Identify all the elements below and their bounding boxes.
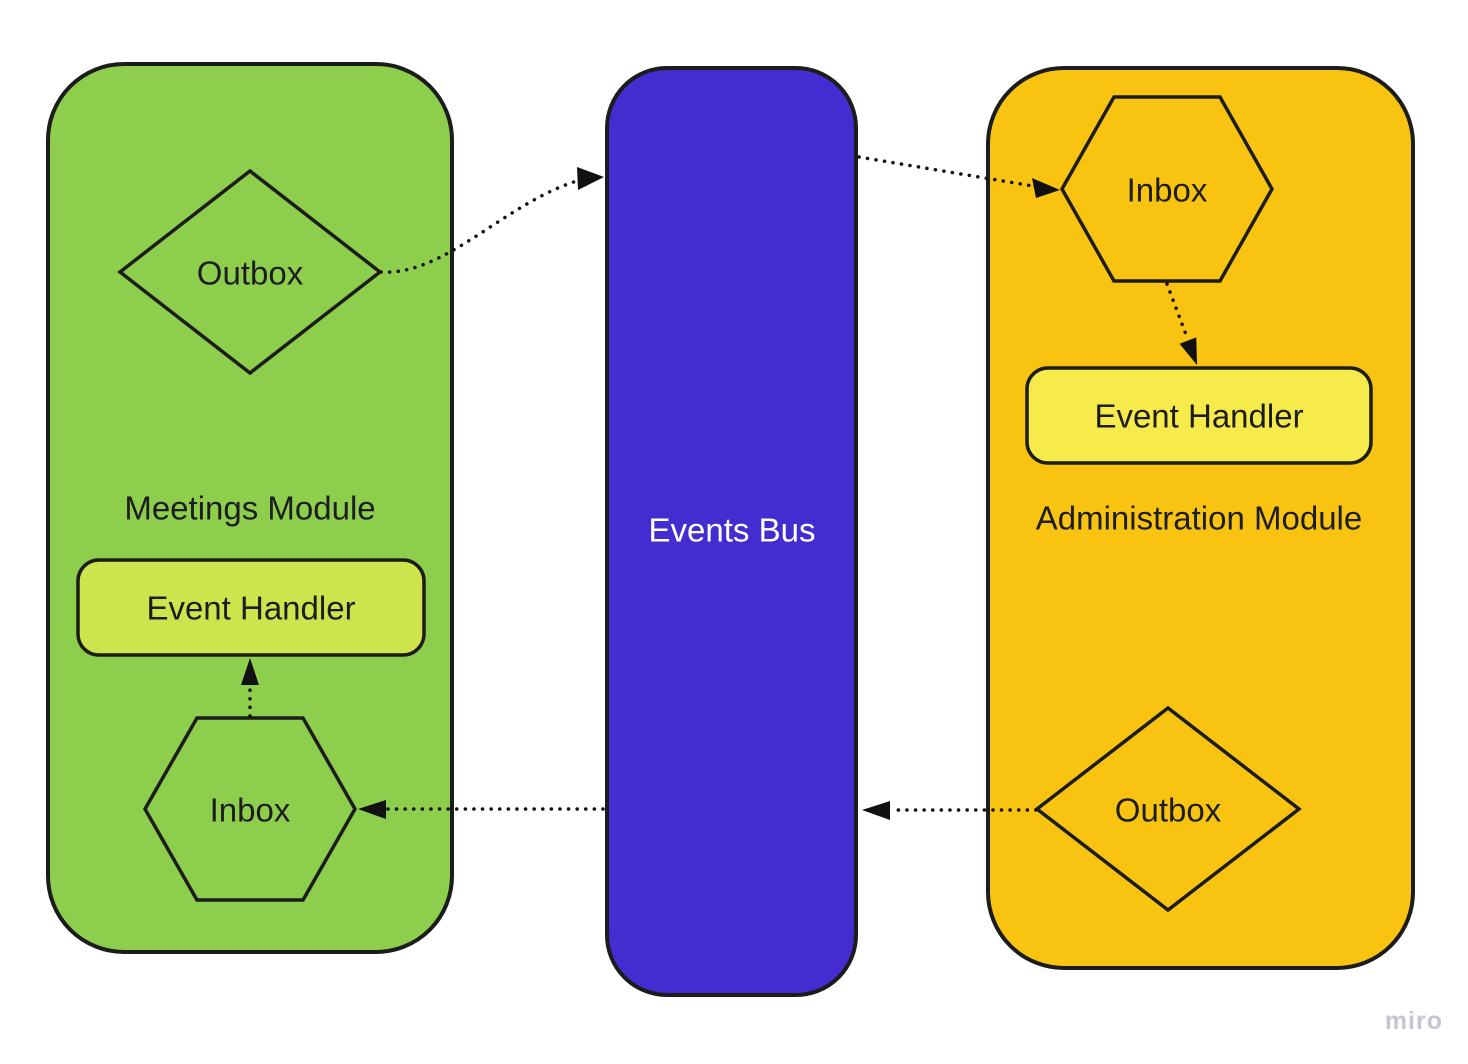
connection-line <box>379 179 579 274</box>
arrowhead-icon <box>358 800 386 819</box>
events-bus: Events Bus <box>605 66 858 997</box>
arrowhead-icon <box>1179 337 1197 365</box>
meetings-event-handler-label: Event Handler <box>146 590 355 627</box>
administration-inbox-label: Inbox <box>1127 172 1208 209</box>
administration-module-title: Administration Module <box>1036 500 1363 537</box>
arrowhead-icon <box>241 658 259 685</box>
meetings-module-title: Meetings Module <box>124 490 375 527</box>
connection-meetings-inbox-to-event-handler <box>241 658 259 718</box>
administration-event-handler-label: Event Handler <box>1094 398 1303 435</box>
connection-line <box>857 155 1035 188</box>
administration-event-handler-box <box>1025 366 1373 465</box>
meetings-inbox-hexagon <box>142 716 358 902</box>
administration-outbox-label: Outbox <box>1115 792 1222 829</box>
connection-events-bus-to-meetings-inbox <box>358 800 605 819</box>
connection-administration-inbox-to-event-handler <box>1165 282 1197 365</box>
administration-outbox-diamond <box>1034 705 1302 913</box>
connection-meetings-outbox-to-events-bus <box>379 167 604 274</box>
events-bus-title: Events Bus <box>649 512 816 549</box>
connection-line <box>1165 282 1190 342</box>
meetings-outbox-label: Outbox <box>197 255 304 292</box>
connection-events-bus-to-administration-inbox <box>857 155 1060 198</box>
arrowhead-icon <box>577 167 604 190</box>
connection-administration-outbox-to-events-bus <box>862 801 1038 820</box>
connections <box>241 155 1197 820</box>
administration-module: Inbox Event Handler Administration Modul… <box>986 66 1415 970</box>
meetings-module: Outbox Meetings Module Event Handler Inb… <box>46 62 454 954</box>
meetings-event-handler-box <box>76 558 426 657</box>
arrowhead-icon <box>862 801 890 820</box>
miro-logo: miro <box>1384 1007 1443 1035</box>
administration-module-container <box>986 66 1415 970</box>
meetings-inbox-label: Inbox <box>210 792 291 829</box>
arrowhead-icon <box>1032 178 1060 198</box>
administration-inbox-hexagon <box>1059 95 1275 283</box>
events-bus-container <box>605 66 858 997</box>
